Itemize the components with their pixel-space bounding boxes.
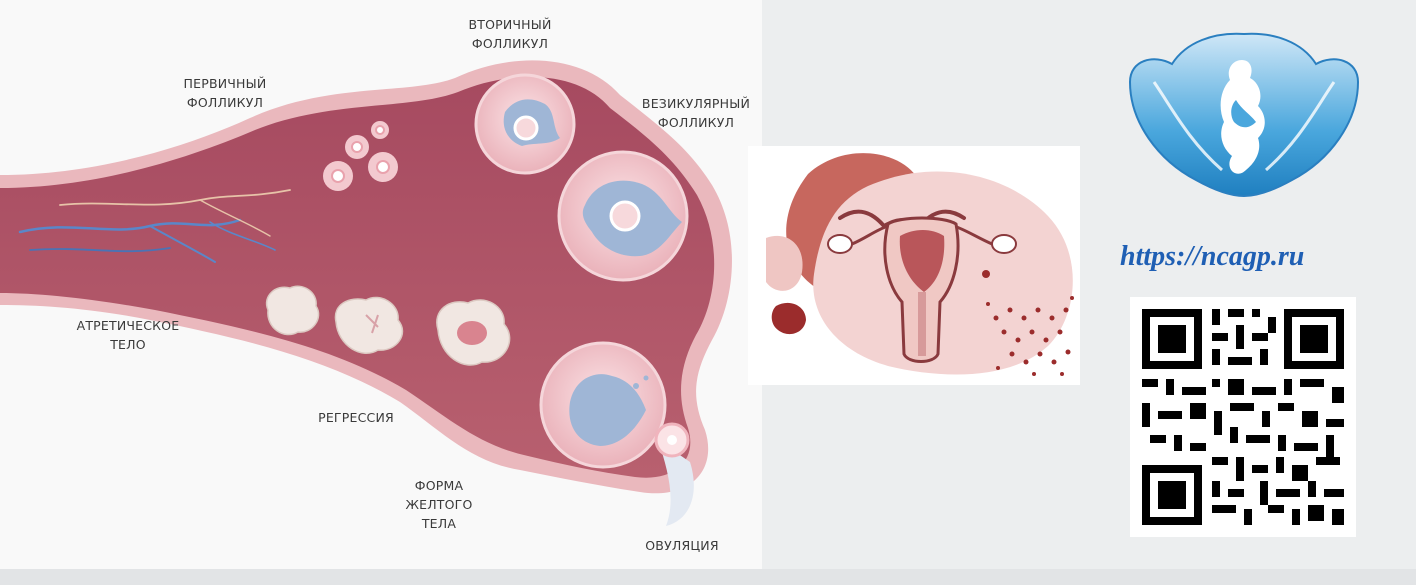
label-atretic-body: АТРЕТИЧЕСКОЕ ТЕЛО <box>66 316 190 354</box>
brand-panel: https://ncagp.ru <box>1080 0 1416 569</box>
uterus-illustration <box>748 146 1080 385</box>
ovary-cycle-diagram: ВТОРИЧНЫЙ ФОЛЛИКУЛ ПЕРВИЧНЫЙ ФОЛЛИКУЛ ВЕ… <box>0 0 762 569</box>
mother-child-logo-icon <box>1124 30 1364 200</box>
label-vesicular-follicle: ВЕЗИКУЛЯРНЫЙ ФОЛЛИКУЛ <box>634 94 758 132</box>
site-url-link[interactable]: https://ncagp.ru <box>1120 241 1376 273</box>
label-corpus-luteum-form: ФОРМА ЖЕЛТОГО ТЕЛА <box>398 476 480 533</box>
label-primary-follicle: ПЕРВИЧНЫЙ ФОЛЛИКУЛ <box>170 74 280 112</box>
label-secondary-follicle: ВТОРИЧНЫЙ ФОЛЛИКУЛ <box>460 15 560 53</box>
label-ovulation: ОВУЛЯЦИЯ <box>632 536 732 555</box>
secondary-follicle <box>476 75 574 173</box>
bottom-strip <box>0 569 1416 585</box>
qr-code <box>1130 297 1356 537</box>
label-regression: РЕГРЕССИЯ <box>300 408 412 427</box>
qr-code-icon <box>1130 297 1356 537</box>
ovary-illustration <box>0 0 762 569</box>
ruptured-follicle <box>541 343 665 467</box>
uterus-icon <box>748 146 1080 385</box>
vesicular-follicle <box>559 152 687 280</box>
